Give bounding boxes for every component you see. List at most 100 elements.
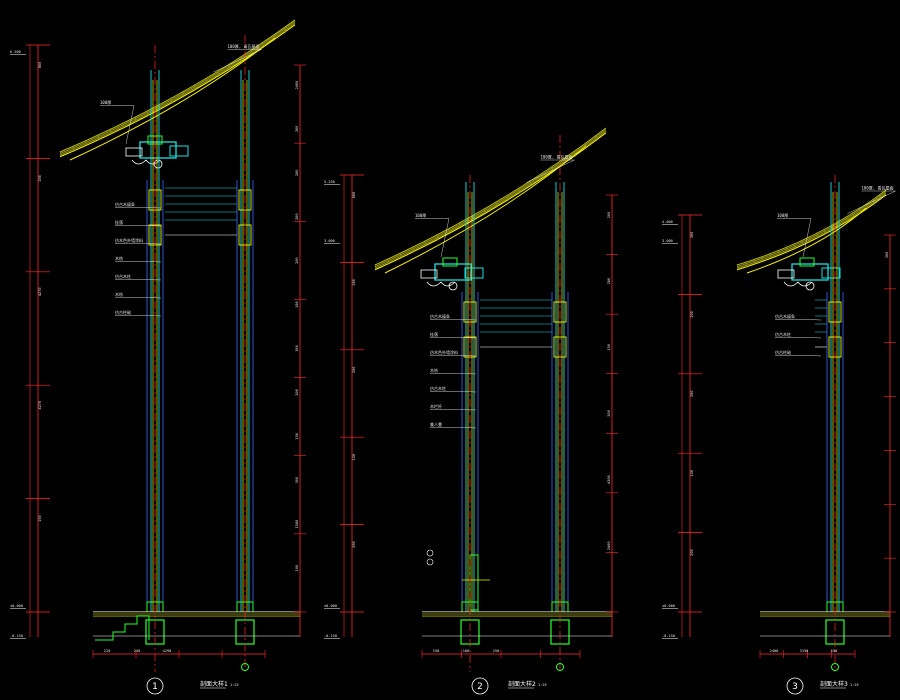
callout-note: 仿古木檩条: [430, 313, 450, 319]
roof-tile-mark: [769, 252, 772, 259]
roof-tile-mark: [399, 252, 402, 259]
bracket-block: [791, 263, 829, 281]
callout-leader: [125, 105, 135, 145]
level-label: 6.500: [10, 50, 21, 54]
callout-note: 100厚, 青瓦屋面: [862, 185, 894, 191]
axis-bubble: [241, 663, 249, 671]
callout-note: 木枋: [430, 367, 438, 373]
callout-leader: [148, 279, 162, 281]
bracket-round: [805, 281, 815, 291]
callout-note: 仿古木檩条: [775, 313, 795, 319]
roof-tile-mark: [865, 203, 868, 210]
roof-tile-layer: [374, 129, 607, 268]
roof-tile-mark: [595, 134, 598, 142]
dimension-value: 300: [295, 477, 299, 484]
level-label: ±0.000: [662, 604, 675, 608]
roof-tile-mark: [816, 232, 819, 239]
roof-tile-layer: [374, 132, 607, 271]
callout-leader: [463, 319, 477, 321]
section-number-circle: [471, 677, 489, 695]
roof-tile-layer: [374, 130, 607, 269]
callout-note: 100厚: [100, 100, 111, 105]
dimension-value: 180: [295, 345, 299, 352]
dimension-value: 150: [831, 649, 838, 653]
callout-note: 仿古柱础: [775, 349, 791, 355]
dimension-value: 210: [104, 649, 111, 653]
dimension-value: 150: [493, 649, 500, 653]
section-3: 4.8003.000±0.000-0.150300200200150200300…: [662, 175, 896, 695]
section-number: 3: [792, 682, 798, 692]
dimension-value: 300: [690, 232, 694, 239]
callout-note: 100厚: [415, 213, 426, 218]
dimension-value: 100: [463, 649, 470, 653]
callout-leader: [808, 355, 822, 357]
roof-tile-mark: [483, 208, 486, 215]
dimension-value: 260: [295, 126, 299, 133]
section-caption: 剖面大样2: [508, 680, 536, 688]
bracket-end: [420, 269, 438, 279]
roof-tile-mark: [424, 240, 427, 247]
bracket-curl: [131, 159, 161, 165]
axis-bubble: [831, 663, 839, 671]
bracket-end: [125, 147, 143, 157]
level-label: 4.800: [662, 220, 673, 224]
roof-tile-mark: [146, 110, 149, 117]
dimension-value: 800: [38, 62, 42, 69]
roof-tile-mark: [823, 228, 826, 235]
callout-note: 仿木色外墙涂料: [430, 349, 458, 355]
level-label: 3.000: [324, 239, 335, 243]
dimension-value: 180: [295, 301, 299, 308]
callout-leader: [148, 297, 162, 299]
roof-tile-mark: [205, 77, 208, 84]
roof-tile-layer: [59, 22, 296, 156]
level-label: -0.150: [324, 634, 337, 638]
dimension-value: 240: [134, 649, 141, 653]
roof-tile-mark: [753, 258, 756, 265]
roof-tile-mark: [374, 263, 377, 271]
callout-note: 木枋: [115, 255, 123, 261]
level-label: 5.250: [324, 180, 335, 184]
roof-tile-layer: [59, 19, 296, 153]
dimension-value: 280: [607, 278, 611, 285]
bracket-cap: [799, 257, 815, 267]
roof-tile-mark: [761, 255, 764, 262]
callout-leader: [463, 373, 477, 375]
callout-leader: [463, 337, 477, 339]
dimension-value: 200: [295, 389, 299, 396]
level-label: ±0.000: [10, 604, 23, 608]
roof-tile-mark: [852, 212, 855, 219]
section-1: 6.500±0.000-0.15080020042704270150240026…: [10, 19, 306, 695]
rafter: [384, 145, 587, 274]
dimension-value: 4270: [38, 401, 42, 410]
callout-note: 木栏杆: [430, 403, 442, 409]
callout-leader: [463, 391, 477, 393]
roof-tile-layer: [59, 21, 296, 155]
dimension-value: 800: [352, 192, 356, 199]
dimension-value: 280: [295, 170, 299, 177]
dimension-value: 4300: [607, 475, 611, 484]
callout-leader: [526, 159, 575, 183]
roof-tile-mark: [785, 246, 788, 253]
roof-tile-mark: [495, 201, 498, 208]
roof-tile-mark: [460, 221, 463, 228]
section-number-circle: [146, 677, 164, 695]
callout-note: 挂落: [115, 219, 123, 225]
roof-tile-mark: [193, 84, 196, 91]
dimension-value: 200: [690, 549, 694, 556]
section-number-circle: [786, 677, 804, 695]
dimension-value: 3150: [800, 649, 809, 653]
roof-tile-mark: [448, 227, 451, 235]
bracket-end: [777, 269, 795, 279]
roof-tile-layer: [736, 189, 887, 266]
callout-note: 仿古木檩条: [115, 201, 135, 207]
roof-tile-mark: [506, 194, 509, 201]
dimension-value: 150: [433, 649, 440, 653]
roof-tile-mark: [239, 56, 242, 63]
bracket-cap: [442, 257, 458, 267]
callout-note: 100厚: [777, 213, 788, 218]
callout-note: 仿木色外墙涂料: [115, 237, 143, 243]
callout-leader: [802, 218, 812, 258]
bracket-block: [139, 141, 177, 159]
section-caption: 剖面大样3: [820, 680, 848, 688]
